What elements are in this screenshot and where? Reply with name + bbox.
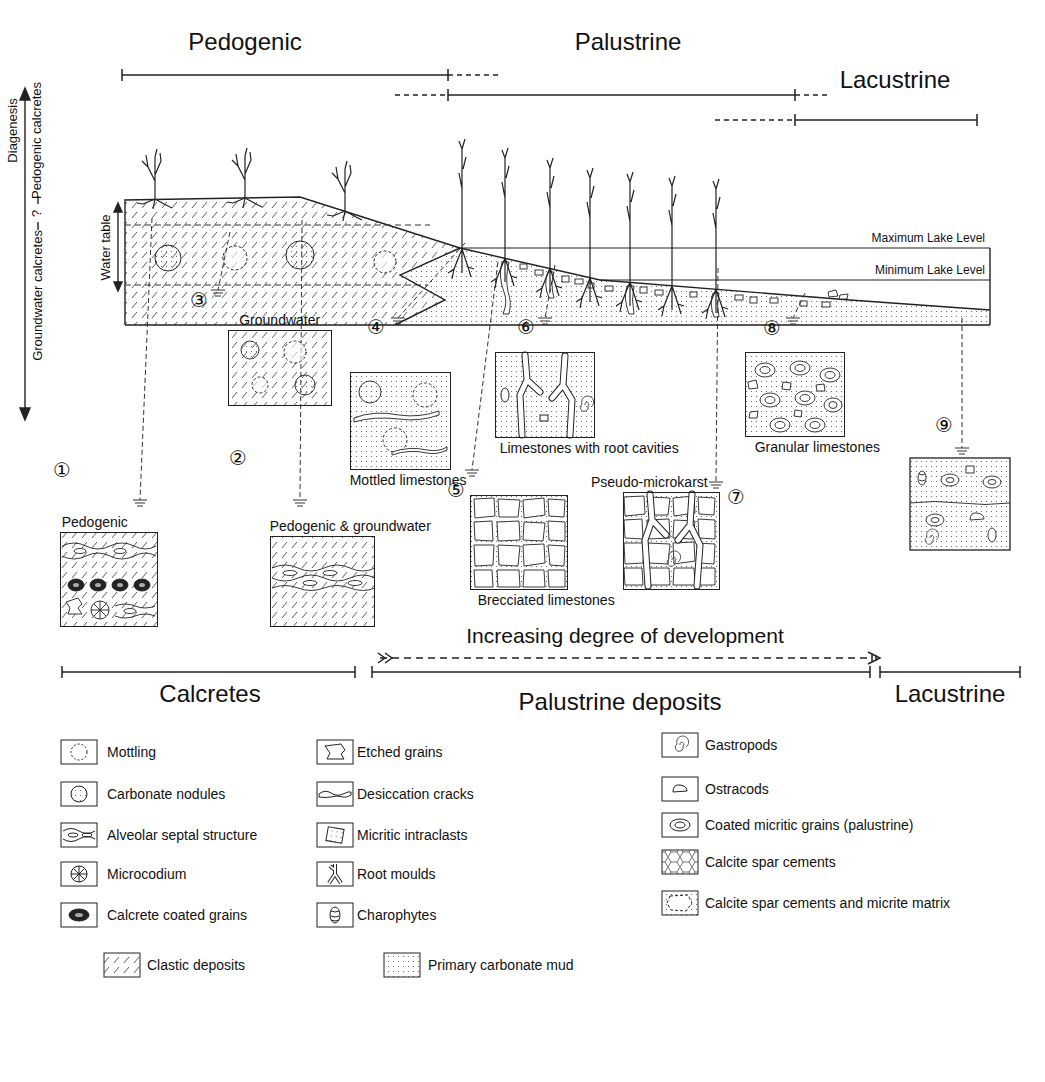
inset-title: Limestones with root cavities [500, 440, 679, 456]
legend-label: Carbonate nodules [107, 786, 225, 802]
inset-title: Groundwater [239, 312, 320, 328]
legend-label: Etched grains [357, 744, 443, 760]
legend-label: Charophytes [357, 907, 436, 923]
callout-number: ⑨ [935, 414, 953, 437]
axis-label: Groundwater calcretes [31, 230, 46, 361]
legend-label: Calcrete coated grains [107, 907, 247, 923]
inset-title: Pedogenic & groundwater [270, 518, 431, 534]
inset-title: Pedogenic [62, 514, 128, 530]
inset-box: Pedogenic & groundwater [270, 536, 375, 627]
development-arrow [62, 652, 1020, 678]
box-interior [623, 492, 720, 590]
legend-icons [61, 733, 698, 977]
box-interior [470, 495, 568, 590]
level-label: Minimum Lake Level [875, 264, 985, 278]
inset-box: Groundwater [228, 330, 332, 406]
inset-box: Pseudo-microkarst [623, 492, 720, 590]
inset-box: Pedogenic [60, 532, 158, 627]
zone-heading: Pedogenic [188, 28, 301, 56]
callout-number: ④ [367, 316, 385, 339]
legend-label: Alveolar septal structure [107, 827, 257, 843]
legend-label: Ostracods [705, 781, 769, 797]
callout-number: ① [53, 459, 71, 482]
callout-number: ⑥ [517, 316, 535, 339]
callout-number: ⑦ [727, 486, 745, 509]
cross-section [125, 139, 990, 325]
box-interior [745, 352, 845, 437]
legend-label: Clastic deposits [147, 957, 245, 973]
inset-box: Brecciated limestones [470, 495, 568, 590]
inset-box: Mottled limestones [350, 372, 451, 470]
legend-label: Microcodium [107, 866, 186, 882]
axis-label: ? [31, 209, 46, 216]
lacustrine-box [910, 458, 1010, 550]
inset-box: Granular limestones [745, 352, 845, 437]
inset-title: Pseudo-microkarst [591, 474, 708, 490]
arrow-label: Increasing degree of development [466, 624, 784, 648]
group-label: Calcretes [159, 680, 260, 708]
group-label: Palustrine deposits [519, 688, 722, 716]
legend-label: Gastropods [705, 737, 777, 753]
legend-label: Primary carbonate mud [428, 957, 574, 973]
legend-label: Root moulds [357, 866, 436, 882]
inset-box: Limestones with root cavities [495, 352, 595, 438]
zone-heading: Lacustrine [840, 66, 951, 94]
box-interior [495, 352, 595, 438]
axis-label: Diagenesis [6, 98, 21, 162]
zone-heading: Palustrine [575, 28, 682, 56]
box-interior [350, 372, 451, 470]
axis-label: Water table [99, 214, 114, 280]
legend-label: Calcite spar cements [705, 854, 836, 870]
legend-label: Coated micritic grains (palustrine) [705, 817, 914, 833]
callout-number: ② [229, 447, 247, 470]
group-label: Lacustrine [895, 680, 1006, 708]
callout-number: ③ [190, 289, 208, 312]
legend-label: Calcite spar cements and micrite matrix [705, 895, 950, 911]
box-interior [228, 330, 332, 406]
axis-label: Pedogenic calcretes [31, 81, 46, 198]
legend-label: Micritic intraclasts [357, 827, 467, 843]
inset-title: Granular limestones [755, 439, 880, 455]
callout-number: ⑧ [763, 317, 781, 340]
box-interior [60, 532, 158, 627]
inset-title: Brecciated limestones [478, 592, 615, 608]
box-interior [270, 536, 375, 627]
level-label: Maximum Lake Level [872, 232, 985, 246]
legend-label: Desiccation cracks [357, 786, 474, 802]
legend-label: Mottling [107, 744, 156, 760]
inset-title: Mottled limestones [350, 472, 467, 488]
leader-lines [133, 218, 969, 506]
